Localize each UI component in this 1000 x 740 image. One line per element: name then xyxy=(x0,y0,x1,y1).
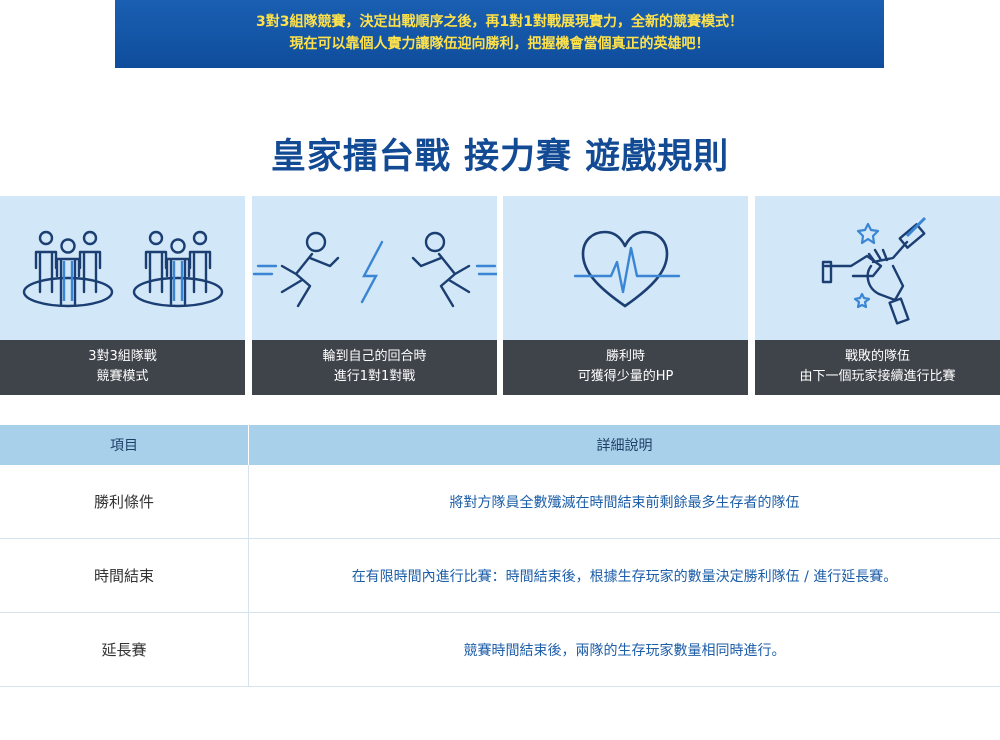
runner-relay-icon xyxy=(252,231,497,308)
row-detail-text: 將對方隊員全數殲滅在時間結束前剩餘最多生存者的隊伍 xyxy=(449,494,800,511)
row-detail-text: 競賽時間結束後，兩隊的生存玩家數量相同時進行。 xyxy=(463,642,786,659)
heart-rate-icon xyxy=(573,230,681,308)
card-caption: 3對3組隊戰 競賽模式 xyxy=(0,340,245,395)
table-row: 時間結束 在有限時間內進行比賽：時間結束後，根據生存玩家的數量決定勝利隊伍 / … xyxy=(0,539,1000,613)
row-item-text: 勝利條件 xyxy=(93,493,154,511)
card-caption: 戰敗的隊伍 由下一個玩家接續進行比賽 xyxy=(755,340,1000,395)
card-art xyxy=(252,196,497,340)
card-art xyxy=(503,196,748,340)
page-title: 皇家擂台戰 接力賽 遊戲規則 xyxy=(270,137,730,177)
row-item: 延長賽 xyxy=(0,613,249,686)
row-detail: 在有限時間內進行比賽：時間結束後，根據生存玩家的數量決定勝利隊伍 / 進行延長賽… xyxy=(249,539,1000,612)
caption-line-1: 勝利時 xyxy=(605,349,645,364)
card-art xyxy=(755,196,1000,340)
caption-line-2: 可獲得少量的HP xyxy=(577,369,674,384)
caption-line-2: 進行1對1對戰 xyxy=(333,369,416,384)
card-caption: 勝利時 可獲得少量的HP xyxy=(503,340,748,395)
row-item: 勝利條件 xyxy=(0,465,249,538)
header-detail: 詳細說明 xyxy=(596,438,653,454)
row-item-text: 時間結束 xyxy=(93,567,154,585)
rule-cards: 3對3組隊戰 競賽模式 輪到自己的回合時 進行1對 xyxy=(0,196,1000,395)
banner-line-2: 現在可以靠個人實力讓隊伍迎向勝利，把握機會當個真正的英雄吧！ xyxy=(289,36,710,52)
header-item: 項目 xyxy=(0,425,249,465)
card-next-player: 戰敗的隊伍 由下一個玩家接續進行比賽 xyxy=(755,196,1000,395)
card-win-hp: 勝利時 可獲得少量的HP xyxy=(503,196,748,395)
caption-line-2: 由下一個玩家接續進行比賽 xyxy=(799,369,956,384)
row-detail: 將對方隊員全數殲滅在時間結束前剩餘最多生存者的隊伍 xyxy=(249,465,1000,538)
hands-together-icon xyxy=(821,216,927,325)
caption-line-1: 戰敗的隊伍 xyxy=(844,349,910,364)
caption-line-2: 競賽模式 xyxy=(96,369,149,384)
table-row: 延長賽 競賽時間結束後，兩隊的生存玩家數量相同時進行。 xyxy=(0,613,1000,687)
row-item: 時間結束 xyxy=(0,539,249,612)
card-art xyxy=(0,196,245,340)
rules-table: 項目 詳細說明 勝利條件 將對方隊員全數殲滅在時間結束前剩餘最多生存者的隊伍 時… xyxy=(0,425,1000,687)
row-item-text: 延長賽 xyxy=(101,641,147,659)
top-banner: 3對3組隊競賽，決定出戰順序之後，再1對1對戰展現實力，全新的競賽模式！ 現在可… xyxy=(115,0,884,68)
caption-line-1: 輪到自己的回合時 xyxy=(322,349,427,364)
banner-line-1: 3對3組隊競賽，決定出戰順序之後，再1對1對戰展現實力，全新的競賽模式！ xyxy=(256,14,743,30)
row-detail: 競賽時間結束後，兩隊的生存玩家數量相同時進行。 xyxy=(249,613,1000,686)
row-detail-text: 在有限時間內進行比賽：時間結束後，根據生存玩家的數量決定勝利隊伍 / 進行延長賽… xyxy=(351,568,898,585)
table-header: 項目 詳細說明 xyxy=(0,425,1000,465)
card-team-battle: 3對3組隊戰 競賽模式 xyxy=(0,196,245,395)
team-icon xyxy=(22,230,224,308)
table-row: 勝利條件 將對方隊員全數殲滅在時間結束前剩餘最多生存者的隊伍 xyxy=(0,465,1000,539)
caption-line-1: 3對3組隊戰 xyxy=(88,349,157,364)
card-relay-turn: 輪到自己的回合時 進行1對1對戰 xyxy=(252,196,497,395)
card-caption: 輪到自己的回合時 進行1對1對戰 xyxy=(252,340,497,395)
